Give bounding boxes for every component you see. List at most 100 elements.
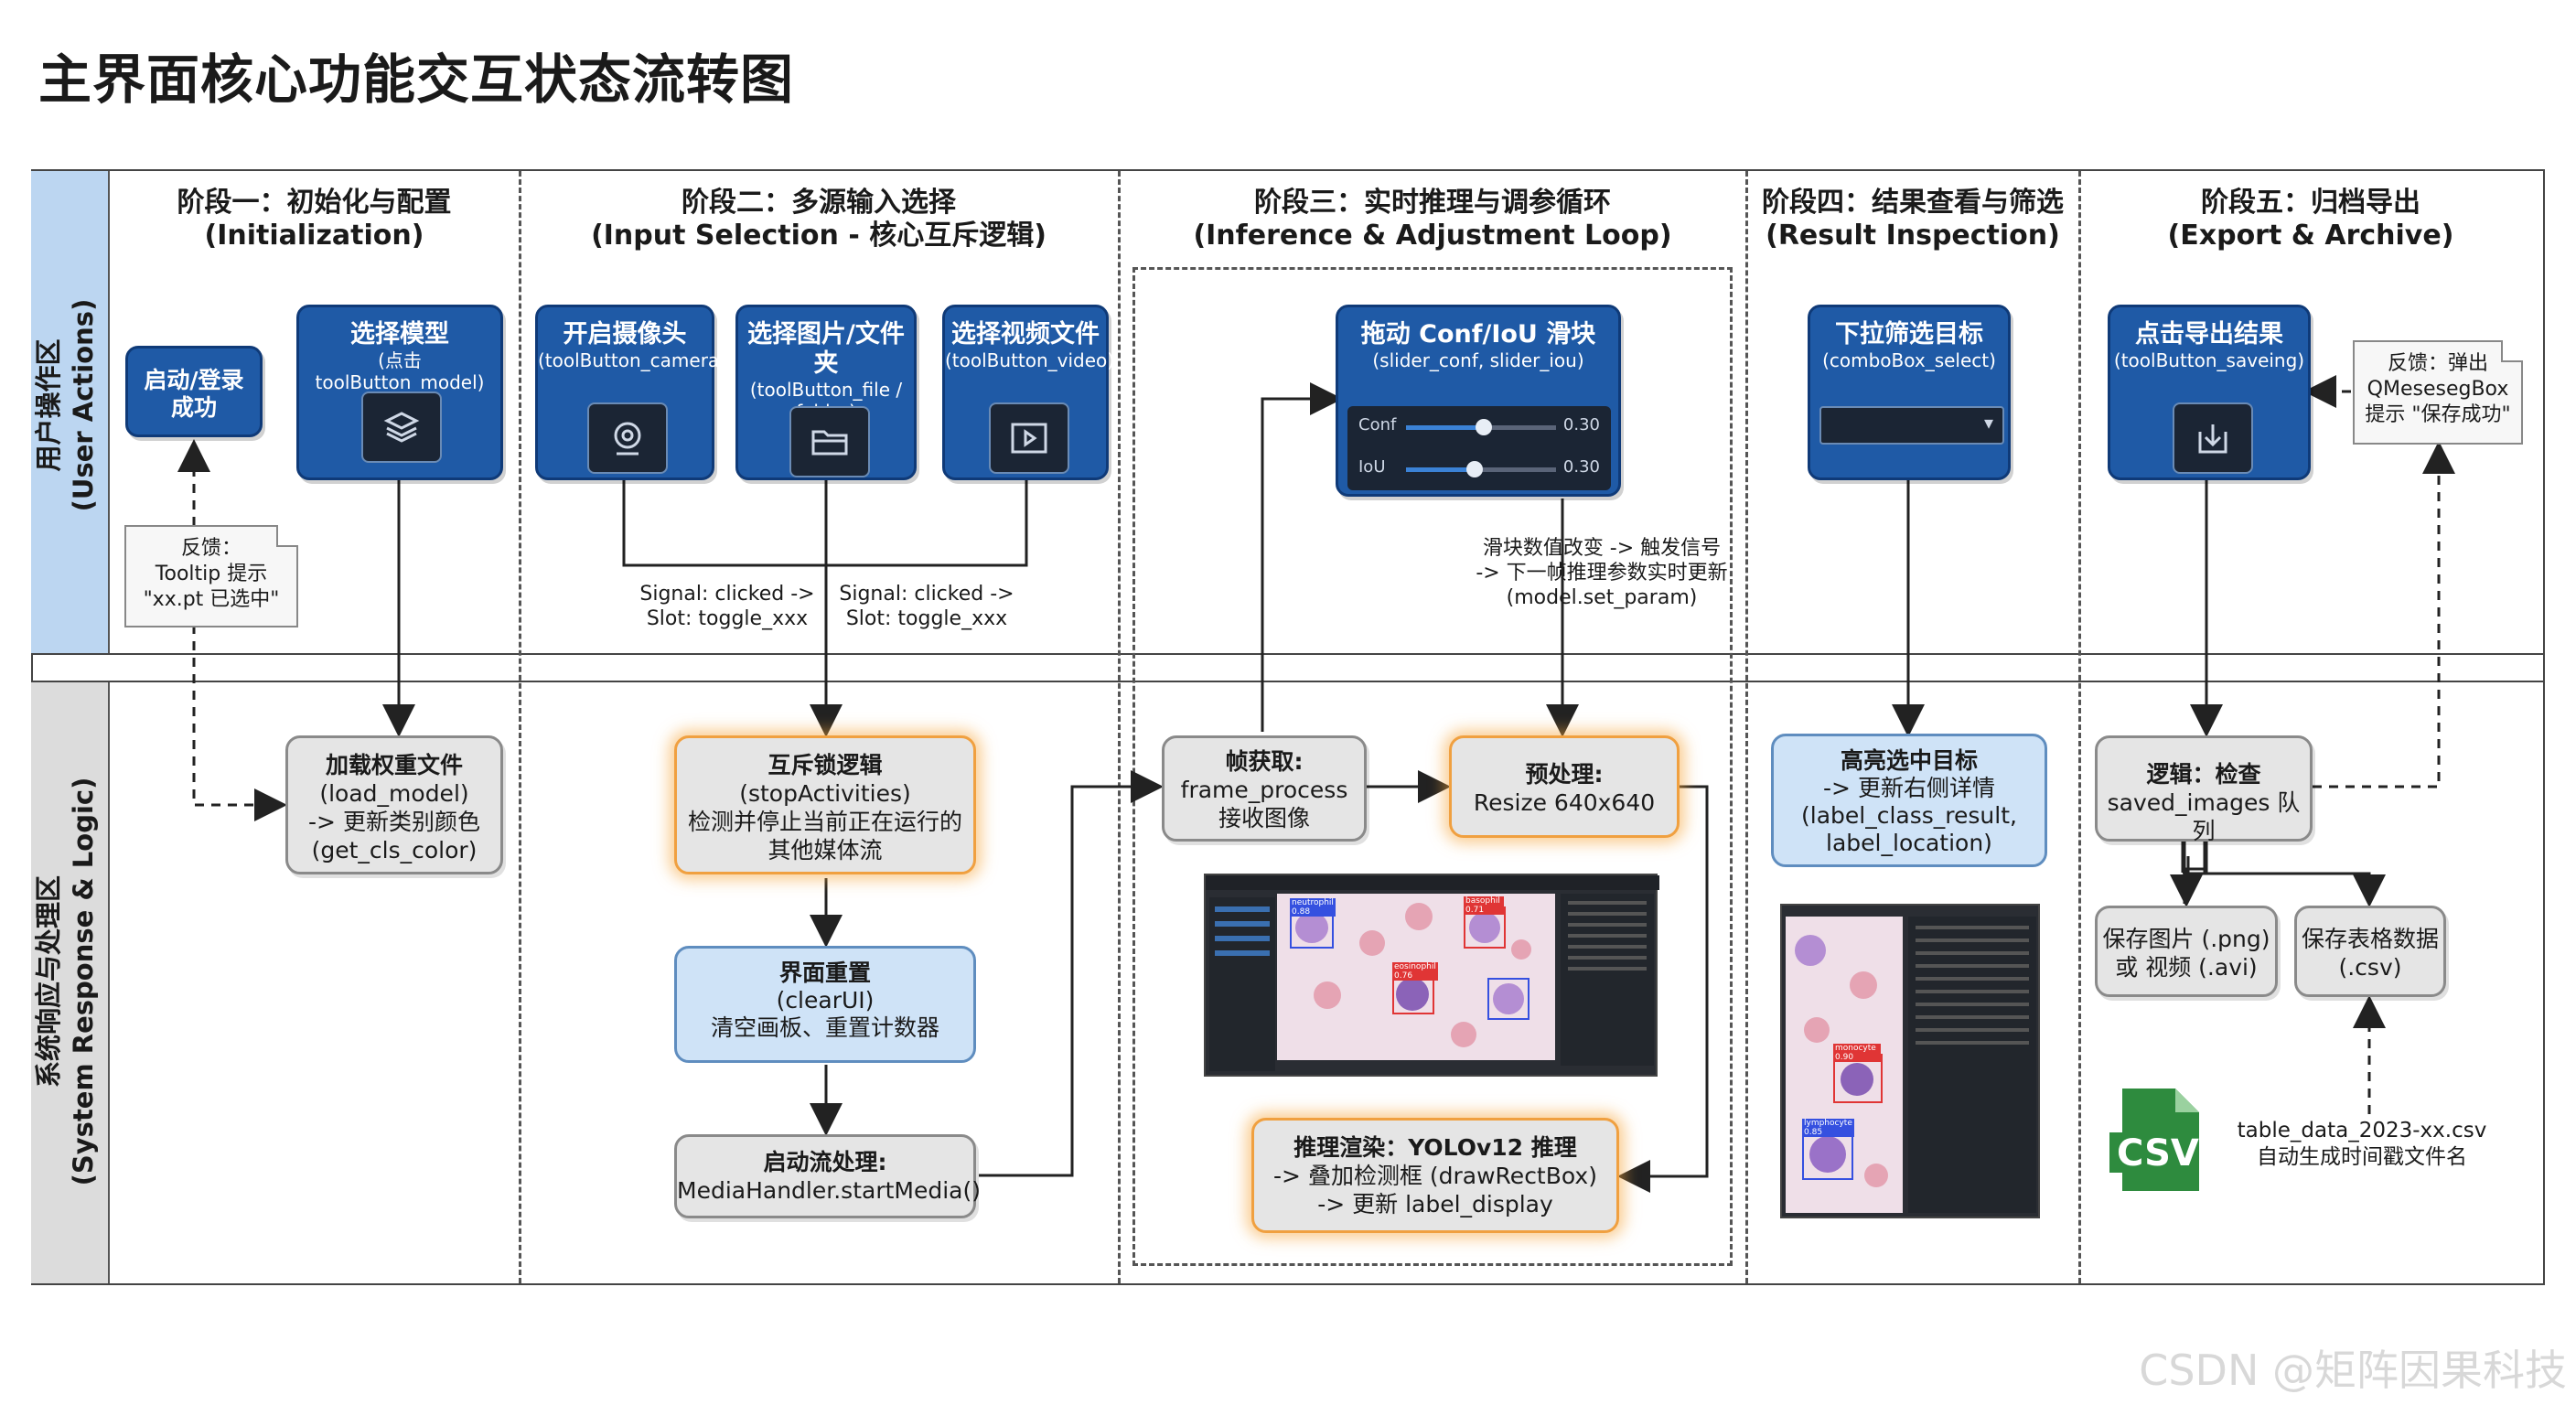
- select-video-button[interactable]: 选择视频文件 (toolButton_video): [942, 305, 1114, 480]
- combo-dropdown[interactable]: ▾: [1819, 406, 2004, 445]
- detection-box: neutrophil 0.88: [1290, 898, 1336, 949]
- inspection-screenshot: monocyte 0.90 lymphocyte 0.85: [1780, 904, 2040, 1218]
- system-lane-band: [31, 682, 110, 1283]
- export-icon: [2173, 402, 2253, 474]
- frame-process-box: 帧获取: frame_process 接收图像: [1162, 735, 1367, 842]
- detection-box: basophil 0.71: [1464, 896, 1506, 949]
- stage-divider-2: [1118, 171, 1121, 1283]
- layers-icon: [361, 391, 442, 463]
- iou-label: IoU: [1358, 457, 1386, 477]
- stage-2-title: 阶段二：多源输入选择(Input Selection - 核心互斥逻辑): [591, 187, 1046, 252]
- screenshot-details-panel: [1561, 894, 1654, 1066]
- highlight-target-box: 高亮选中目标 -> 更新右侧详情 (label_class_result, la…: [1771, 734, 2047, 867]
- export-feedback-note: 反馈：弹出 QMesesegBox 提示 "保存成功": [2353, 340, 2523, 445]
- screenshot-sidebar: [1209, 897, 1275, 1071]
- arrow-logic-to-feedback: [2313, 441, 2455, 788]
- conf-label: Conf: [1358, 415, 1397, 434]
- select-target-combo-box[interactable]: 下拉筛选目标 (comboBox_select) ▾: [1808, 305, 2011, 480]
- open-camera-title: 开启摄像头: [563, 320, 687, 349]
- conf-slider-track[interactable]: [1406, 419, 1556, 435]
- load-model-title: 加载权重文件: [325, 752, 463, 778]
- lane-divider-top: [31, 653, 2545, 655]
- stage-divider-1: [519, 171, 521, 1283]
- arrow-preprocess-to-render: [1617, 785, 1709, 1193]
- select-video-title: 选择视频文件: [951, 320, 1100, 349]
- login-label: 启动/登录 成功: [144, 367, 244, 421]
- stage-5-title: 阶段五：归档导出(Export & Archive): [2167, 187, 2454, 252]
- iou-slider-track[interactable]: [1406, 461, 1556, 477]
- logic-title: 逻辑：检查: [2146, 761, 2261, 788]
- slider-panel[interactable]: 拖动 Conf/IoU 滑块 (slider_conf, slider_iou)…: [1336, 305, 1621, 497]
- stage-1-title: 阶段一：初始化与配置(Initialization): [177, 187, 452, 252]
- reset-body: (clearUI) 清空画板、重置计数器: [710, 987, 939, 1041]
- inspection-details-panel: [1908, 917, 2036, 1213]
- select-model-title: 选择模型: [350, 320, 449, 349]
- frame-title: 帧获取:: [1225, 748, 1304, 775]
- arrow-logic-to-image: [2170, 872, 2206, 907]
- iou-slider-handle[interactable]: [1466, 461, 1483, 477]
- conf-slider-handle[interactable]: [1476, 419, 1492, 435]
- select-file-button[interactable]: 选择图片/文件夹 (toolButton_file / folder): [735, 305, 917, 480]
- detection-box: [1487, 978, 1530, 1020]
- chevron-down-icon: ▾: [1983, 412, 1993, 434]
- preprocess-title: 预处理:: [1525, 761, 1604, 788]
- inspection-canvas: monocyte 0.90 lymphocyte 0.85: [1786, 917, 1903, 1213]
- conf-value: 0.30: [1562, 415, 1600, 434]
- load-model-box: 加载权重文件 (load_model) -> 更新类别颜色 (get_cls_c…: [285, 735, 503, 874]
- render-body: -> 叠加检测框 (drawRectBox) -> 更新 label_displ…: [1273, 1163, 1597, 1217]
- select-target-sub: (comboBox_select): [1822, 349, 1996, 371]
- slider-sub: (slider_conf, slider_iou): [1372, 349, 1584, 371]
- highlighted-detection: monocyte 0.90: [1833, 1044, 1883, 1103]
- csv-filename-caption: table_data_2023-xx.csv 自动生成时间戳文件名: [2237, 1119, 2487, 1169]
- load-model-body: (load_model) -> 更新类别颜色 (get_cls_color): [308, 780, 480, 863]
- open-camera-button[interactable]: 开启摄像头 (toolButton_camera): [535, 305, 726, 480]
- export-logic-box: 逻辑：检查 saved_images 队列: [2095, 735, 2313, 844]
- iou-value: 0.30: [1562, 457, 1600, 477]
- mutex-title: 互斥锁逻辑: [767, 752, 883, 778]
- camera-icon: [587, 402, 668, 474]
- screenshot-canvas: neutrophil 0.88 eosinophil 0.76 basophil…: [1277, 894, 1555, 1060]
- inference-screenshot: neutrophil 0.88 eosinophil 0.76 basophil…: [1204, 874, 1659, 1077]
- select-model-sub: (点击 toolButton_model): [315, 349, 485, 393]
- start-title: 启动流处理:: [763, 1149, 887, 1175]
- user-lane-band: [31, 171, 110, 653]
- arrow-tooltip-feedback: [192, 526, 287, 821]
- select-model-button[interactable]: 选择模型 (点击 toolButton_model): [296, 305, 503, 480]
- folder-icon: [789, 406, 870, 477]
- mutex-body: (stopActivities) 检测并停止当前正在运行的 其他媒体流: [687, 780, 962, 863]
- lane-divider-bottom: [31, 681, 2545, 682]
- slider-title: 拖动 Conf/IoU 滑块: [1360, 320, 1596, 349]
- signal-label-right: Signal: clicked -> Slot: toggle_xxx: [839, 583, 1014, 630]
- render-box: 推理渲染：YOLOv12 推理 -> 叠加检测框 (drawRectBox) -…: [1251, 1118, 1619, 1233]
- arrow-logic-to-csv: [2206, 872, 2386, 907]
- export-results-button[interactable]: 点击导出结果 (toolButton_saveing): [2108, 305, 2311, 480]
- video-icon: [989, 402, 1069, 474]
- select-target-title: 下拉筛选目标: [1835, 320, 1983, 349]
- watermark: CSDN @矩阵因果科技: [2139, 1346, 2567, 1395]
- preprocess-body: Resize 640x640: [1473, 789, 1656, 816]
- tooltip-feedback-note: 反馈： Tooltip 提示 "xx.pt 已选中": [124, 525, 298, 627]
- render-title: 推理渲染：YOLOv12 推理: [1293, 1134, 1577, 1161]
- reset-ui-box: 界面重置 (clearUI) 清空画板、重置计数器: [674, 946, 976, 1063]
- stage-3-title: 阶段三：实时推理与调参循环(Inference & Adjustment Loo…: [1193, 187, 1672, 252]
- select-file-title: 选择图片/文件夹: [747, 320, 905, 378]
- login-box[interactable]: 启动/登录 成功: [125, 346, 263, 437]
- inference-loop-region: [1132, 267, 1733, 1266]
- page-title: 主界面核心功能交互状态流转图: [38, 48, 795, 111]
- export-sub: (toolButton_saveing): [2113, 349, 2305, 371]
- export-title: 点击导出结果: [2135, 320, 2283, 349]
- slider-inner-panel: Conf 0.30 IoU 0.30: [1347, 406, 1611, 490]
- save-csv-box: 保存表格数据 (.csv): [2294, 906, 2446, 997]
- highlight-body: -> 更新右侧详情 (label_class_result, label_loc…: [1801, 775, 2017, 856]
- save-image-box: 保存图片 (.png) 或 视频 (.avi): [2095, 906, 2278, 997]
- highlight-title: 高亮选中目标: [1840, 747, 1978, 774]
- signal-label-left: Signal: clicked -> Slot: toggle_xxx: [639, 583, 815, 630]
- arrow-start-to-frame: [979, 770, 1164, 1177]
- mutex-logic-box: 互斥锁逻辑 (stopActivities) 检测并停止当前正在运行的 其他媒体…: [674, 735, 976, 874]
- csv-file-icon: CSV: [2108, 1085, 2205, 1195]
- csv-icon-text: CSV: [2117, 1132, 2199, 1174]
- frame-body: frame_process 接收图像: [1180, 777, 1348, 831]
- stage-divider-4: [2078, 171, 2081, 1283]
- arrow-frame-loop-to-slider: [1261, 382, 1343, 732]
- start-media-box: 启动流处理: MediaHandler.startMedia(): [674, 1134, 981, 1218]
